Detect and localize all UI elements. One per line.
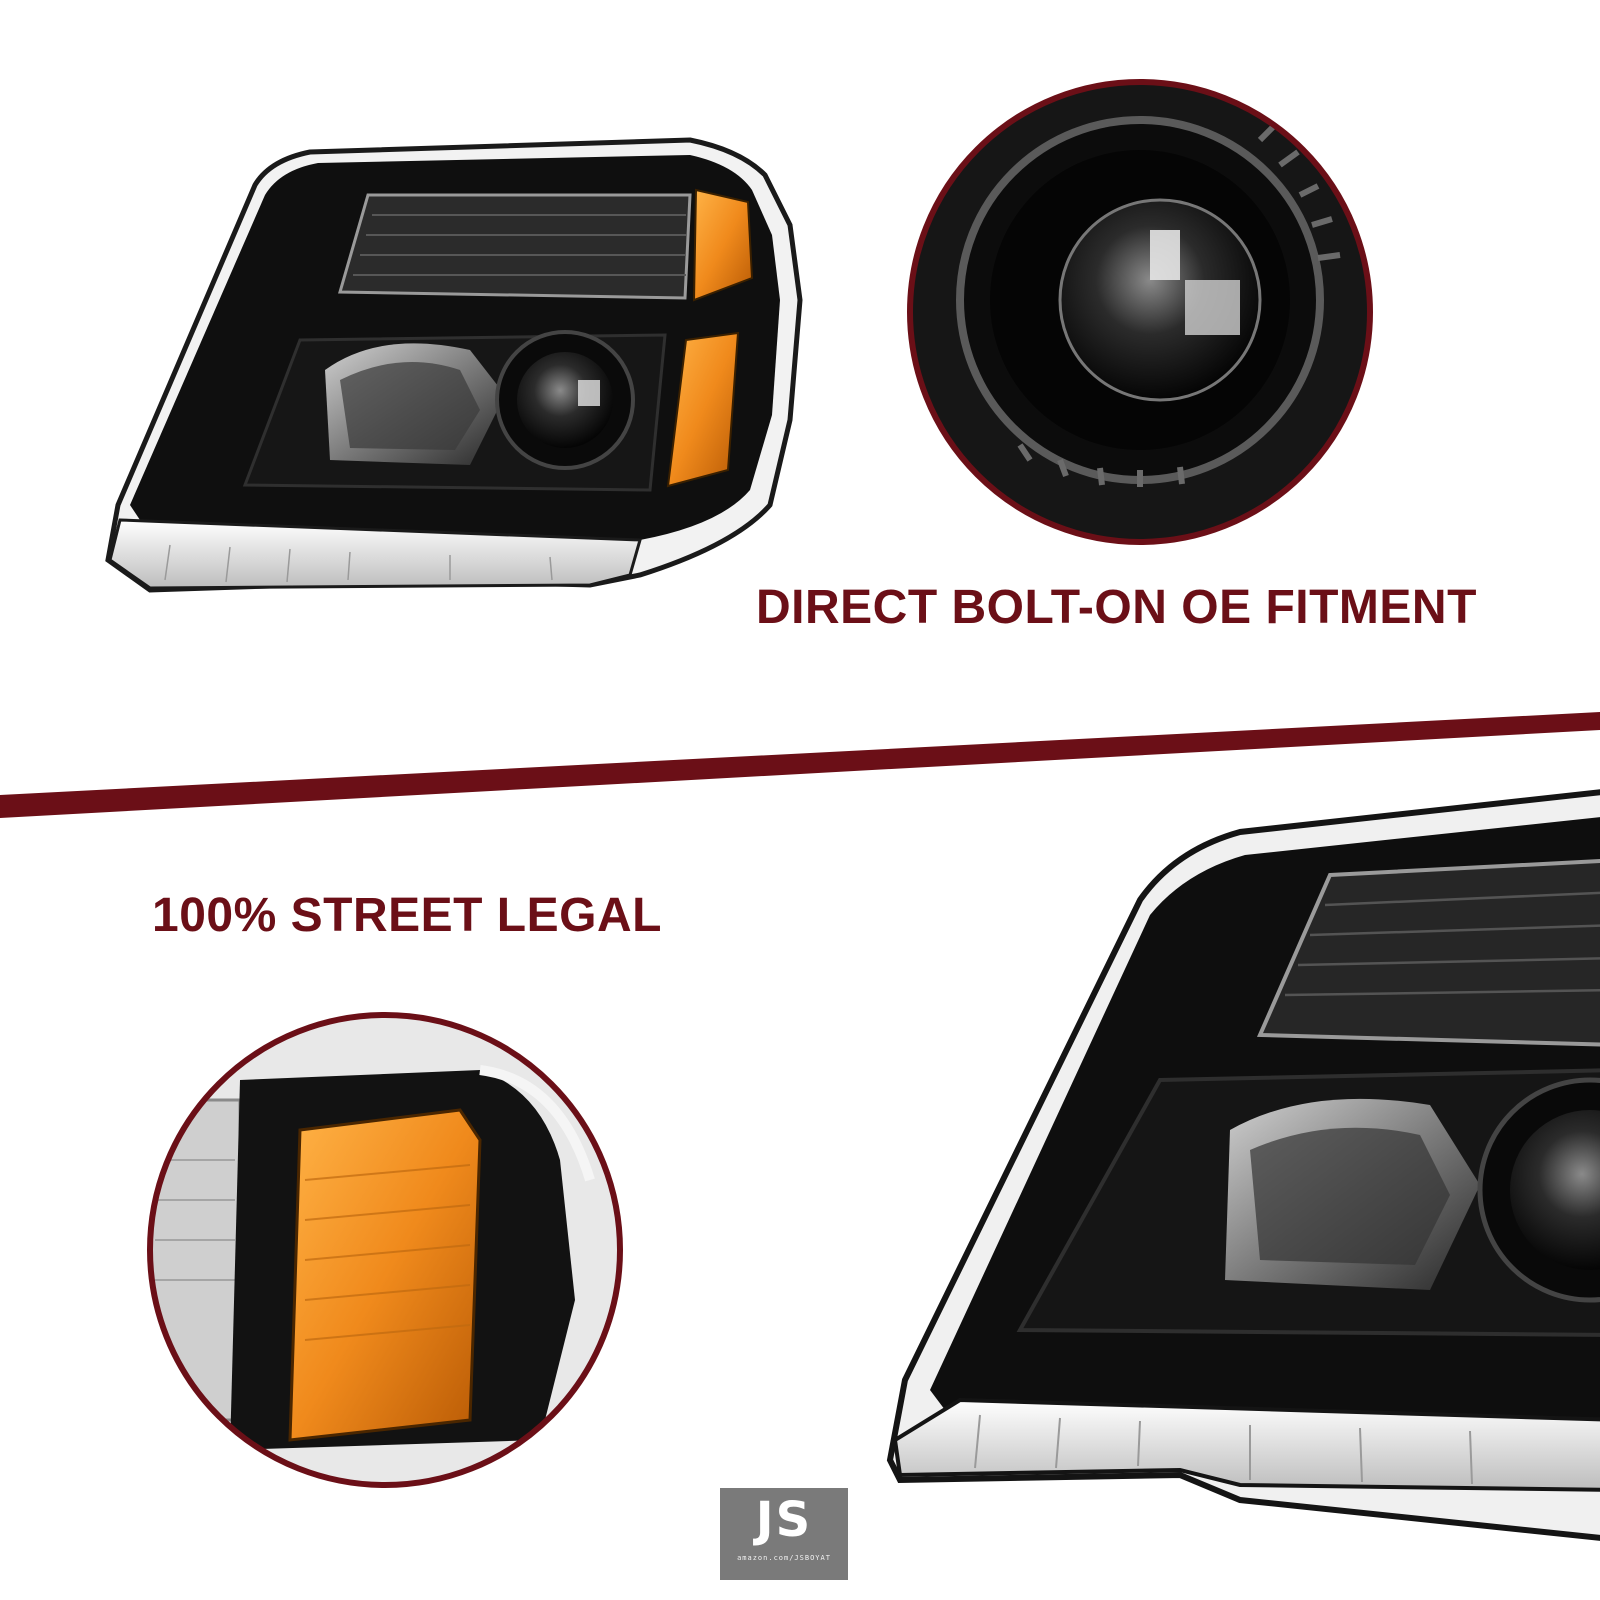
marker-closeup-image xyxy=(147,1012,623,1488)
divider-band xyxy=(0,712,1600,818)
projector-closeup-image xyxy=(907,79,1373,545)
headline-street-legal: 100% STREET LEGAL xyxy=(152,889,662,942)
headlight-large-image xyxy=(886,789,1600,1541)
headline-fitment: DIRECT BOLT-ON OE FITMENT xyxy=(756,581,1477,634)
brand-logo-text: JS xyxy=(755,1492,813,1548)
headlight-full-image xyxy=(105,137,803,593)
brand-logo: JS amazon.com/JSBOYAT xyxy=(720,1488,848,1580)
brand-logo-url: amazon.com/JSBOYAT xyxy=(737,1554,831,1562)
